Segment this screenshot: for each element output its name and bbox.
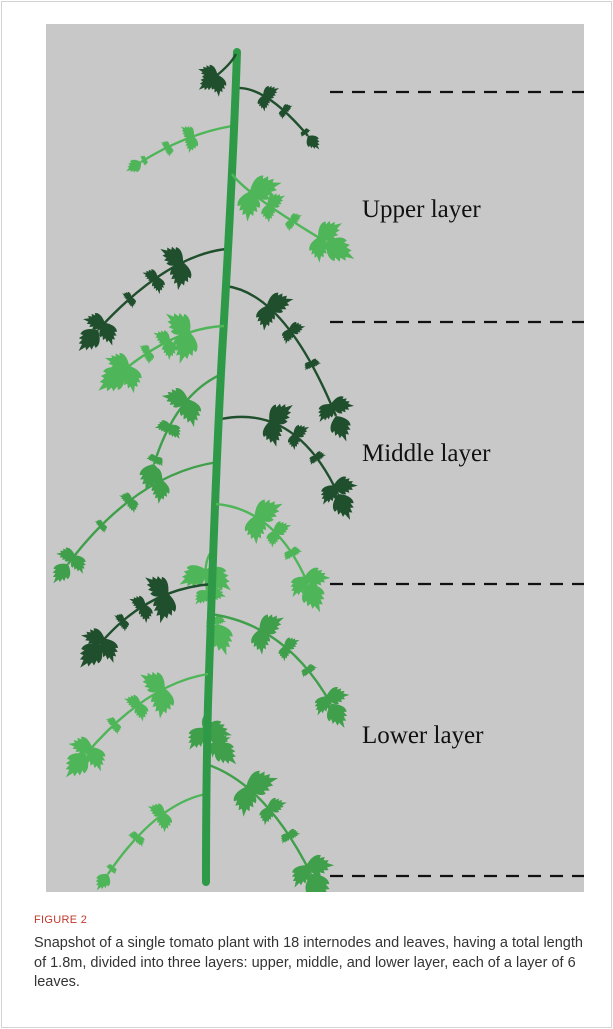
upper-layer-label: Upper layer <box>362 196 481 224</box>
compound-leaf <box>181 714 243 772</box>
compound-leaf <box>232 171 361 270</box>
compound-leaf <box>91 794 206 892</box>
compound-leaf <box>226 286 356 445</box>
compound-leaf <box>216 493 331 617</box>
compound-leaf <box>71 240 226 358</box>
leaflet <box>183 134 201 155</box>
compound-leaf <box>206 764 337 892</box>
compound-leaf <box>221 396 360 524</box>
compound-leaf <box>71 569 212 675</box>
compound-leaf <box>210 608 353 733</box>
tomato-plant-illustration <box>46 24 584 892</box>
leaflet <box>46 559 75 589</box>
compound-leaf <box>123 122 232 177</box>
middle-layer-label: Middle layer <box>362 440 490 468</box>
compound-leaf <box>194 54 236 97</box>
leaflet <box>91 870 114 892</box>
leaflet <box>123 156 145 176</box>
compound-leaf <box>236 82 324 154</box>
plant-figure: Upper layer Middle layer Lower layer <box>46 24 584 892</box>
leaflet <box>326 412 355 445</box>
lower-layer-label: Lower layer <box>362 722 483 750</box>
figure-caption-text: Snapshot of a single tomato plant with 1… <box>34 934 594 993</box>
compound-leaf <box>57 665 208 785</box>
figure-caption-title: FIGURE 2 <box>34 914 87 926</box>
compound-leaf <box>91 305 224 401</box>
